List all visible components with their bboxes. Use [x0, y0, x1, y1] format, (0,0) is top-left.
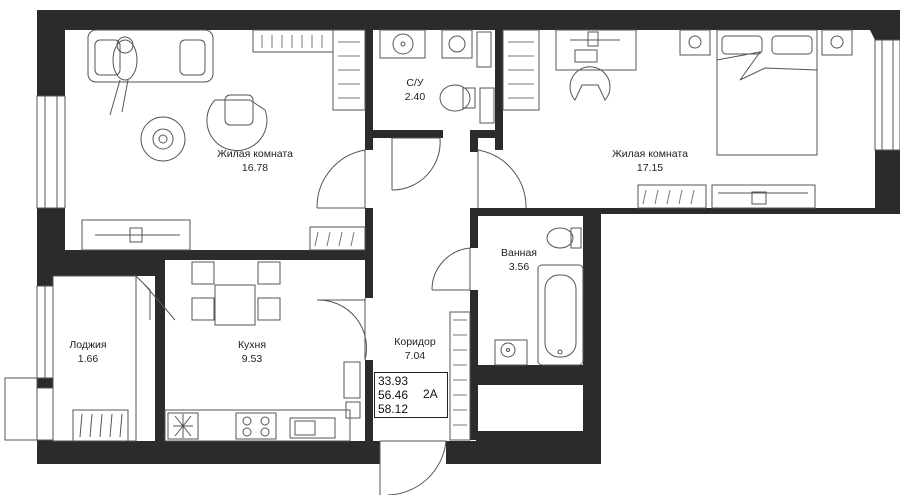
toilet-fixtures — [379, 29, 495, 124]
room-label-living2: Жилая комната 17.15 — [590, 147, 710, 175]
room-label-kitchen: Кухня 9.53 — [224, 338, 280, 366]
area-summary: 33.93 56.46 58.12 2А — [374, 372, 448, 418]
total-area-value: 56.46 — [378, 388, 409, 402]
windows — [4, 39, 900, 441]
room-name: Жилая комната — [612, 148, 688, 160]
room-name: Кухня — [237, 339, 267, 351]
room-label-corridor: Коридор 7.04 — [387, 335, 443, 363]
room-label-toilet: С/У 2.40 — [395, 76, 435, 104]
room-name: С/У — [406, 77, 424, 89]
walls — [37, 10, 900, 464]
room-name: Коридор — [394, 336, 436, 348]
living1-furniture — [81, 29, 366, 251]
room-label-living1: Жилая комната 16.78 — [195, 147, 315, 175]
room-area: 9.53 — [241, 353, 263, 365]
room-name: Ванная — [501, 247, 537, 259]
room-area: 3.56 — [508, 261, 530, 273]
room-name: Лоджия — [69, 339, 107, 351]
room-area: 1.66 — [77, 353, 99, 365]
hangers-2 — [508, 41, 695, 205]
apartment-type: 2А — [423, 387, 438, 401]
living2-furniture — [502, 29, 853, 209]
hangers-1 — [261, 35, 360, 247]
room-area: 7.04 — [404, 350, 426, 362]
room-label-loggia: Лоджия 1.66 — [60, 338, 116, 366]
room-area: 17.15 — [636, 162, 664, 174]
room-name: Жилая комната — [217, 148, 293, 160]
doors — [316, 137, 527, 495]
total-with-loggia-value: 58.12 — [378, 402, 409, 416]
room-label-bath: Ванная 3.56 — [492, 246, 546, 274]
bath-fixtures — [449, 227, 584, 441]
kitchen-furniture — [164, 261, 361, 442]
loggia-rack — [72, 409, 129, 442]
room-area: 16.78 — [241, 162, 269, 174]
room-area: 2.40 — [404, 91, 426, 103]
living-area-value: 33.93 — [378, 374, 409, 388]
hangers-3 — [453, 319, 467, 426]
